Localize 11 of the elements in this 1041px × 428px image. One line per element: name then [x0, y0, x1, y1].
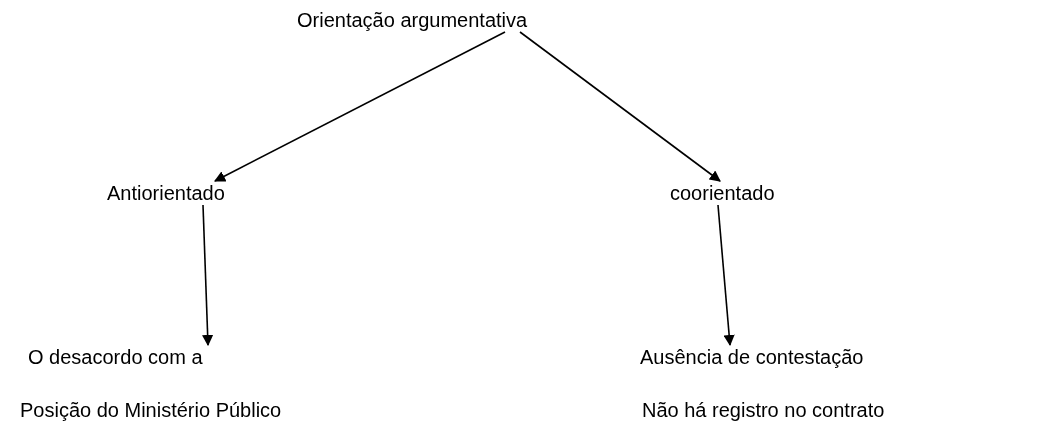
arrow — [519, 31, 721, 182]
node-text: Orientação argumentativa — [297, 8, 528, 32]
arrow — [214, 31, 506, 182]
node-text: Não há registro no contrato — [642, 398, 885, 422]
arrow — [717, 204, 735, 347]
node-text: coorientado — [670, 181, 775, 205]
node-text: Ausência de contestação — [640, 345, 865, 369]
arrow — [202, 204, 214, 347]
node-text: Antiorientado — [107, 181, 225, 205]
node-text: O desacordo com a — [28, 345, 204, 369]
node-text: Posição do Ministério Público — [20, 398, 282, 422]
